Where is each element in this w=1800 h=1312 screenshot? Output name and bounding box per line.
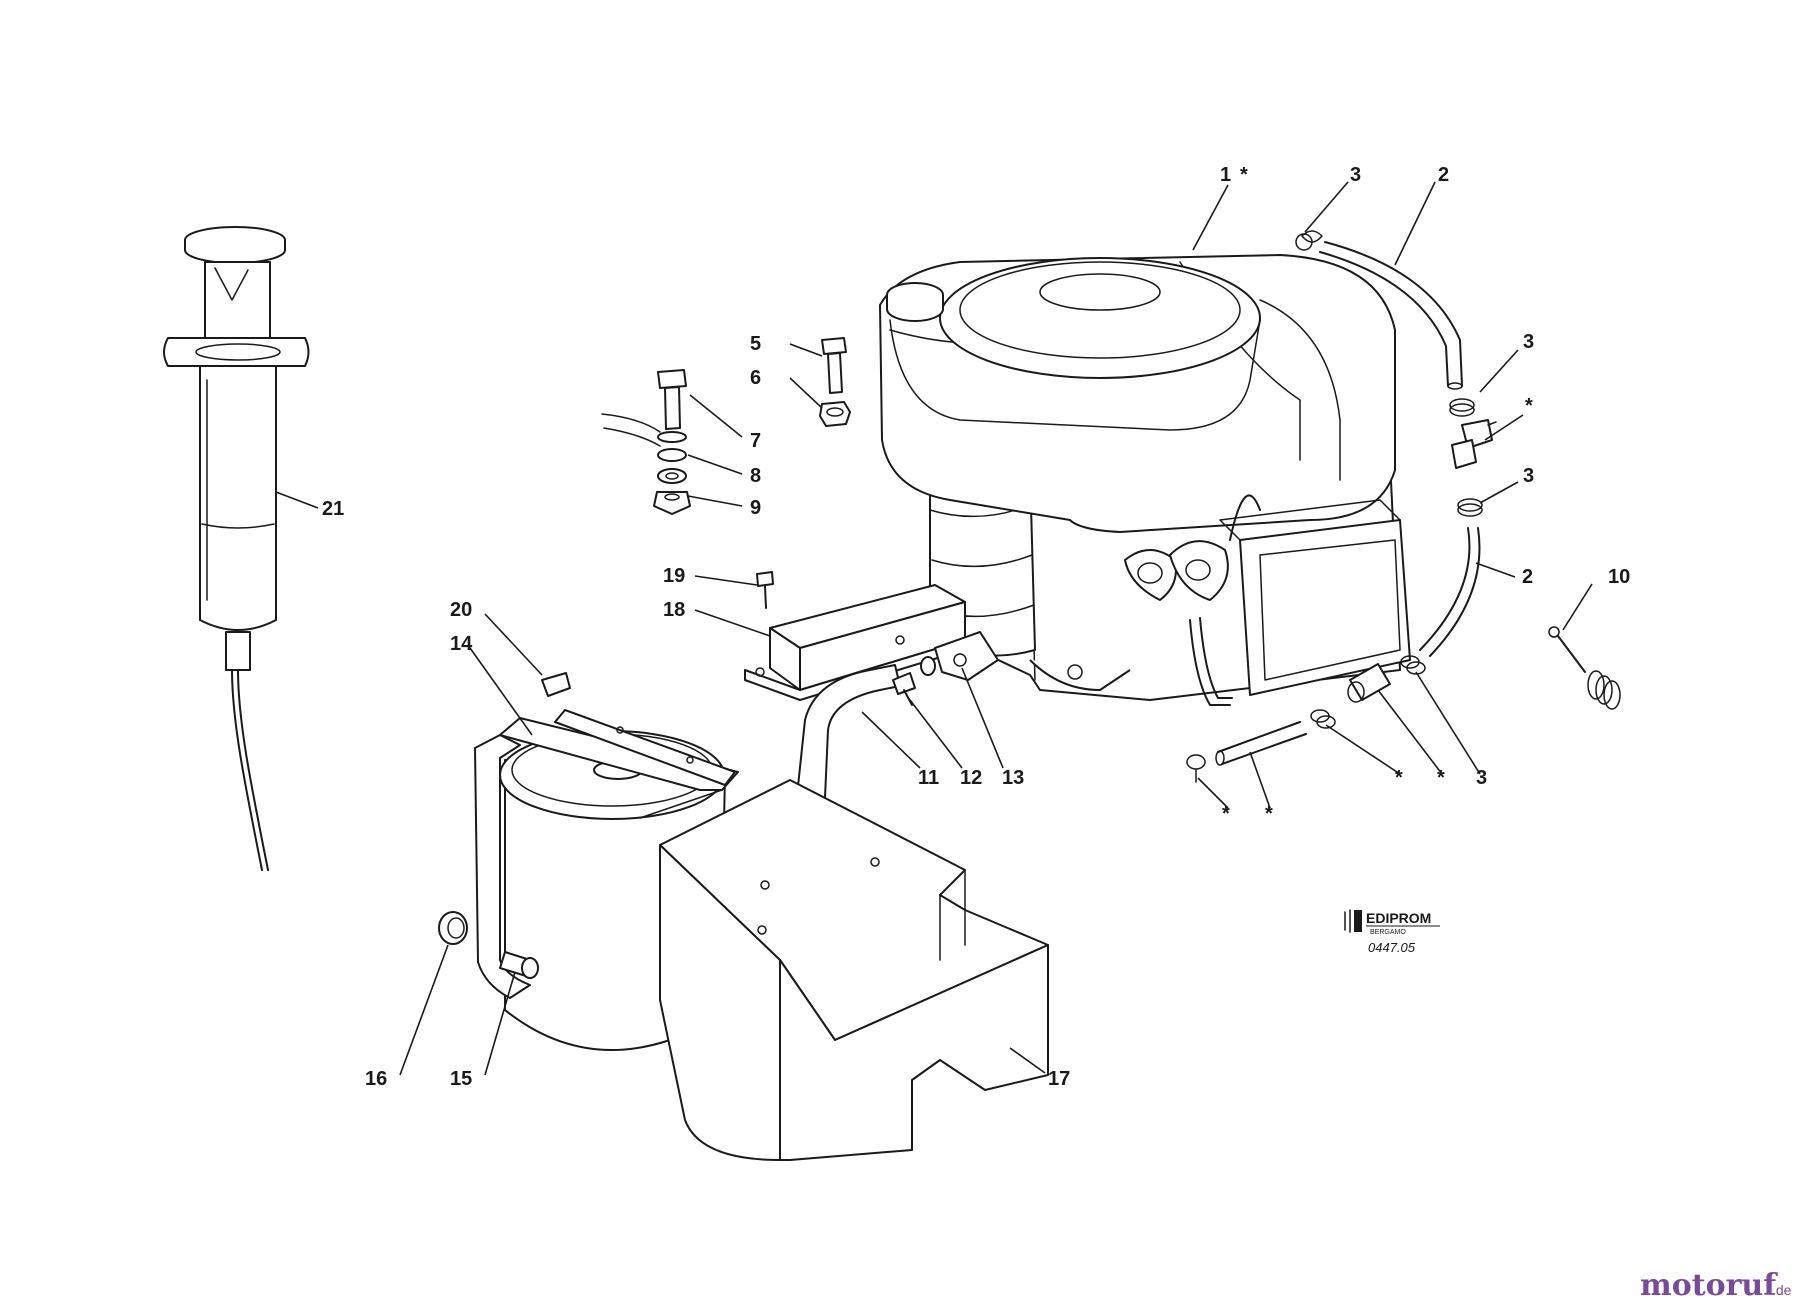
callout-5: 5 bbox=[750, 333, 761, 355]
part-nut-6 bbox=[819, 401, 851, 427]
callout-2: 2 bbox=[1522, 566, 1533, 588]
part-bolt-stack-7-9 bbox=[601, 369, 691, 515]
part-heat-shield-18 bbox=[744, 584, 981, 701]
callout-16: 16 bbox=[365, 1068, 387, 1090]
part-bolt-15 bbox=[499, 951, 539, 979]
svg-text:motoruf: motoruf bbox=[1640, 1268, 1778, 1303]
leader-lines bbox=[275, 181, 1593, 1076]
callout-star: * bbox=[1222, 803, 1230, 825]
part-clamp-star-a bbox=[1310, 709, 1336, 729]
callout-7: 7 bbox=[750, 430, 761, 452]
watermark-logo: motoruf .de bbox=[1640, 1268, 1792, 1303]
part-fuel-hose-2-lower bbox=[1419, 527, 1481, 657]
part-fuel-hose-2-top bbox=[1295, 230, 1463, 390]
part-clamp-3a bbox=[1449, 398, 1475, 417]
stamp-brand: EDIPROM bbox=[1366, 910, 1431, 926]
callout-star: * bbox=[1437, 767, 1445, 789]
part-fuel-tap bbox=[1451, 419, 1497, 469]
callout-3: 3 bbox=[1350, 164, 1361, 186]
publisher-stamp: EDIPROM BERGAMO 0447.05 bbox=[1344, 909, 1440, 955]
callout-3: 3 bbox=[1523, 465, 1534, 487]
part-clamp-3b bbox=[1457, 498, 1483, 517]
callout-19: 19 bbox=[663, 565, 685, 587]
callout-21: 21 bbox=[322, 498, 344, 520]
callout-13: 13 bbox=[1002, 767, 1024, 789]
part-fuel-hose-lower bbox=[1215, 721, 1307, 766]
part-fuel-filter bbox=[1347, 663, 1391, 703]
callout-17: 17 bbox=[1048, 1068, 1070, 1090]
callout-star: * bbox=[1525, 395, 1533, 417]
callout-labels: 1 * 3 2 3 * 3 2 10 3 * * * * 5 6 7 8 9 1… bbox=[322, 164, 1630, 1090]
callout-20: 20 bbox=[450, 599, 472, 621]
stamp-code: 0447.05 bbox=[1368, 940, 1416, 955]
callout-1: 1 bbox=[1220, 164, 1231, 186]
callout-8: 8 bbox=[750, 465, 761, 487]
callout-9: 9 bbox=[750, 497, 761, 519]
callout-12: 12 bbox=[960, 767, 982, 789]
part-clamp-3c bbox=[1400, 655, 1426, 675]
callout-1-star: * bbox=[1240, 164, 1248, 186]
part-bolt-5 bbox=[821, 337, 847, 394]
callout-11: 11 bbox=[918, 767, 939, 789]
callout-3: 3 bbox=[1476, 767, 1487, 789]
watermark-suffix: .de bbox=[1772, 1282, 1792, 1298]
stamp-city: BERGAMO bbox=[1370, 929, 1406, 936]
callout-3: 3 bbox=[1523, 331, 1534, 353]
part-clamp-star-b bbox=[1186, 754, 1206, 783]
callout-star: * bbox=[1265, 803, 1273, 825]
part-clip-20 bbox=[541, 672, 571, 697]
callout-2: 2 bbox=[1438, 164, 1449, 186]
callout-14: 14 bbox=[450, 633, 473, 655]
part-tank-strap-14 bbox=[474, 709, 739, 999]
callout-star: * bbox=[1395, 767, 1403, 789]
part-grommet-16 bbox=[438, 911, 468, 945]
callout-18: 18 bbox=[663, 599, 685, 621]
part-muffler-17 bbox=[659, 664, 1049, 1161]
callout-10: 10 bbox=[1608, 566, 1630, 588]
part-syringe-21 bbox=[163, 226, 310, 871]
part-spring-10 bbox=[1548, 626, 1621, 710]
part-bolt-11 bbox=[892, 672, 916, 706]
part-screw-19 bbox=[756, 571, 774, 609]
callout-6: 6 bbox=[750, 367, 761, 389]
callout-15: 15 bbox=[450, 1068, 472, 1090]
part-washer-12 bbox=[920, 656, 936, 676]
part-flange-13 bbox=[934, 631, 999, 681]
